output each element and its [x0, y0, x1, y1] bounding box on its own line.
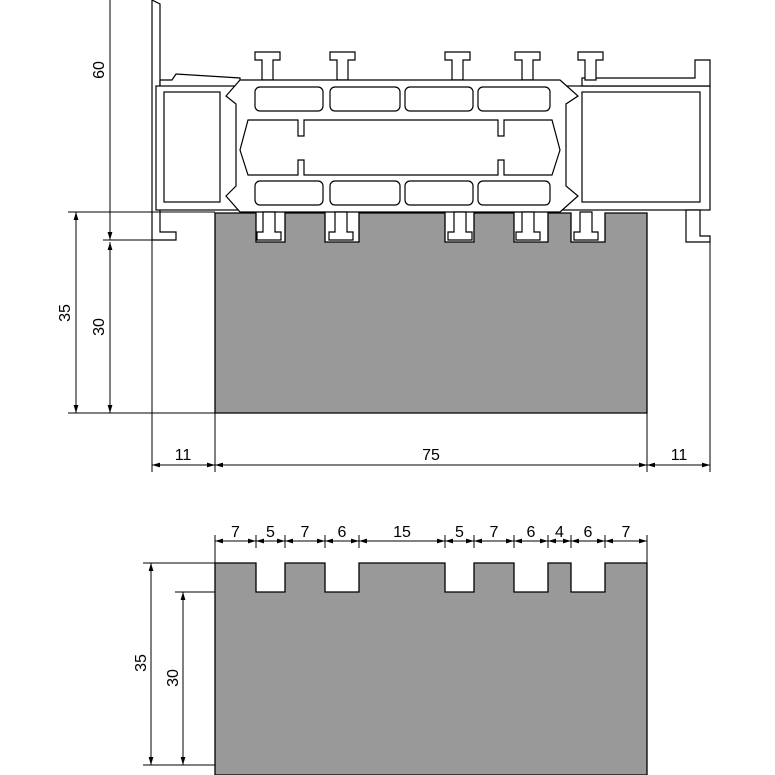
dimension-11-left-label: 11: [175, 447, 192, 464]
dimension-30-top: 30: [91, 242, 113, 413]
segment-dimension-label: 7: [622, 524, 631, 541]
dimension-35-top: 35: [57, 212, 79, 413]
dimension-35-bottom: 35: [133, 563, 154, 765]
dimension-30-bottom: 30: [165, 592, 186, 765]
dimension-35-top-label: 35: [57, 304, 74, 322]
gasket-section-view: [214, 562, 648, 775]
extension-lines-top: [68, 211, 711, 472]
segment-dimension-label: 6: [584, 524, 593, 541]
dimension-35-bottom-label: 35: [133, 654, 150, 672]
dimension-30-top-label: 30: [91, 318, 108, 336]
dimension-row-top: 11 75 11: [152, 447, 710, 468]
segment-dimension-label: 4: [555, 524, 564, 541]
segment-dimension-label: 15: [393, 524, 411, 541]
gasket-top-view: [214, 212, 648, 414]
dimension-30-bottom-label: 30: [165, 669, 182, 687]
window-frame-profile: [151, 0, 711, 243]
dimension-60: 60: [91, 0, 113, 240]
segment-dimension-label: 5: [455, 524, 464, 541]
segment-dimension-label: 7: [231, 524, 240, 541]
segment-dimension-label: 7: [490, 524, 499, 541]
dimension-11-right-label: 11: [671, 447, 688, 464]
segment-dimension-label: 5: [266, 524, 275, 541]
segment-dimension-label: 6: [527, 524, 536, 541]
dimension-75-label: 75: [422, 447, 440, 464]
segment-dimension-row: 7 5 7 6 15 5 7 6 4 6 7: [214, 524, 648, 548]
segment-dimension-label: 6: [338, 524, 347, 541]
segment-dimension-label: 7: [301, 524, 310, 541]
dimension-60-label: 60: [91, 61, 108, 79]
